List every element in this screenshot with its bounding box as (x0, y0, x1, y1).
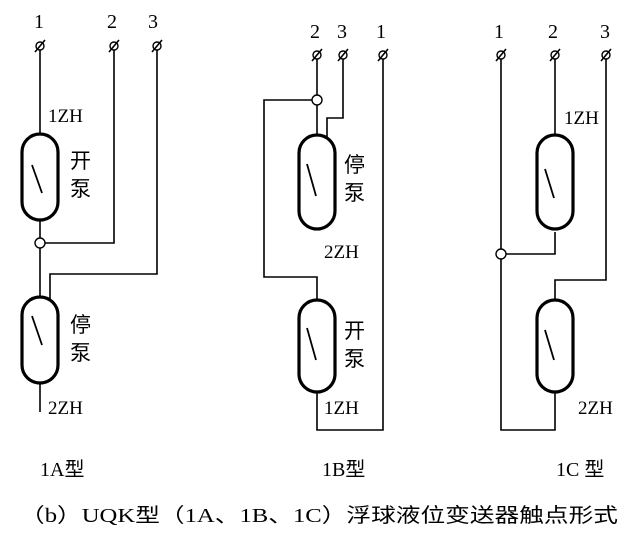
contact-bottom (306, 327, 317, 361)
switch-function-label: 泵 (70, 341, 91, 365)
terminal-label: 2 (548, 21, 558, 43)
terminal-symbol (151, 39, 163, 53)
wire-terminal-3 (554, 58, 607, 300)
contact-top (544, 168, 555, 199)
terminal-symbol (337, 48, 349, 62)
junction-node (495, 248, 507, 260)
contact-bottom (544, 329, 555, 361)
wire-terminal-1 (316, 58, 384, 431)
float-switch-bottom (297, 298, 337, 394)
float-switch-top (535, 133, 575, 231)
type-label: 1A型 (40, 458, 84, 481)
terminal-label: 1 (494, 21, 504, 43)
switch-function-label: 开 (70, 149, 91, 173)
junction-node (34, 237, 46, 249)
contact-bottom (31, 315, 43, 346)
wire-terminal-1 (500, 58, 556, 431)
diagram-1c: 1 2 3 1ZH 2ZH 1C 型 (494, 21, 613, 481)
terminal-label: 3 (600, 21, 610, 43)
contact-top (31, 164, 43, 194)
figure-caption: （b）UQK型（1A、1B、1C）浮球液位变送器触点形式 (20, 504, 618, 527)
switch-name-label: 2ZH (578, 398, 613, 419)
diagram-1b: 2 3 1 停 泵 2ZH 开 泵 1ZH 1B型 (263, 21, 389, 481)
switch-function-label: 泵 (70, 177, 91, 201)
switch-name-label: 1ZH (324, 398, 359, 419)
terminal-label: 1 (34, 11, 44, 33)
wire-junction-link (501, 232, 556, 255)
switch-function-label: 停 (344, 153, 365, 177)
terminal-symbol (495, 48, 507, 62)
switch-function-label: 开 (344, 319, 365, 343)
terminal-label: 3 (337, 21, 347, 43)
float-switch-top (297, 133, 337, 231)
type-label: 1C 型 (556, 458, 604, 481)
terminal-symbol (311, 48, 323, 62)
diagram-1a: 1 2 3 1ZH 开 泵 停 泵 2ZH 1A型 (20, 11, 163, 481)
switch-name-label: 1ZH (564, 108, 599, 129)
terminal-label: 2 (310, 21, 320, 43)
switch-function-label: 泵 (344, 181, 365, 205)
switch-function-label: 泵 (344, 347, 365, 371)
terminal-symbol (377, 48, 389, 62)
contact-top (306, 163, 317, 197)
switch-name-label: 2ZH (324, 242, 359, 263)
float-switch-bottom (535, 298, 575, 394)
terminal-label: 2 (107, 11, 117, 33)
terminal-symbol (600, 48, 612, 62)
terminal-symbol (34, 39, 46, 53)
switch-function-label: 停 (70, 313, 91, 337)
terminal-symbol (108, 39, 120, 53)
switch-name-label: 2ZH (48, 398, 83, 419)
switch-name-label: 1ZH (48, 106, 83, 127)
terminal-label: 1 (376, 21, 386, 43)
wire-terminal-2 (40, 48, 115, 244)
junction-node (311, 94, 323, 106)
float-switch-top (20, 132, 60, 222)
wire-terminal-3 (326, 58, 344, 145)
wire-cross-link (263, 99, 318, 300)
type-label: 1B型 (322, 458, 365, 481)
terminal-symbol (549, 48, 561, 62)
terminal-label: 3 (148, 11, 158, 33)
